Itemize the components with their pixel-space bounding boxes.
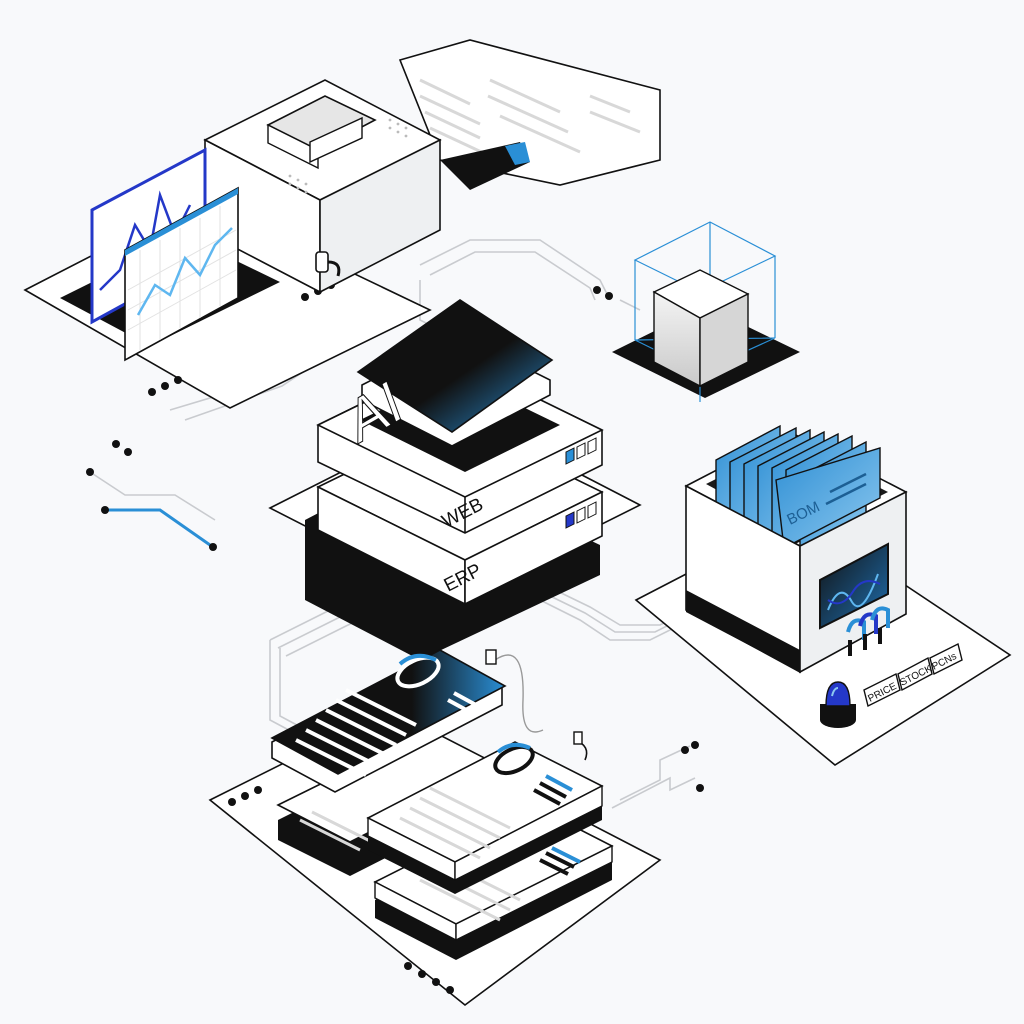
erp-status-lights: [565, 501, 597, 529]
web-status-lights: [565, 437, 597, 465]
oscilloscope-icon: [819, 542, 889, 630]
erp-server-unit[interactable]: ERP: [305, 419, 604, 660]
bom-cables: [846, 606, 890, 656]
document-panel-icon[interactable]: [270, 649, 544, 793]
progress-ring-icon: [493, 742, 535, 776]
left-signal-trace: [86, 440, 217, 551]
server-icon: ERP WEB AI: [305, 299, 604, 660]
printed-report-paper: [398, 39, 661, 190]
cube-icon: [593, 221, 800, 402]
document-panel-icon[interactable]: [366, 731, 604, 894]
printer-icon: [203, 79, 442, 294]
alarm-light-icon: [820, 681, 856, 728]
progress-ring-icon: [395, 653, 441, 689]
line-chart-icon: [124, 186, 239, 362]
file-box-icon: BOM: [684, 424, 908, 674]
